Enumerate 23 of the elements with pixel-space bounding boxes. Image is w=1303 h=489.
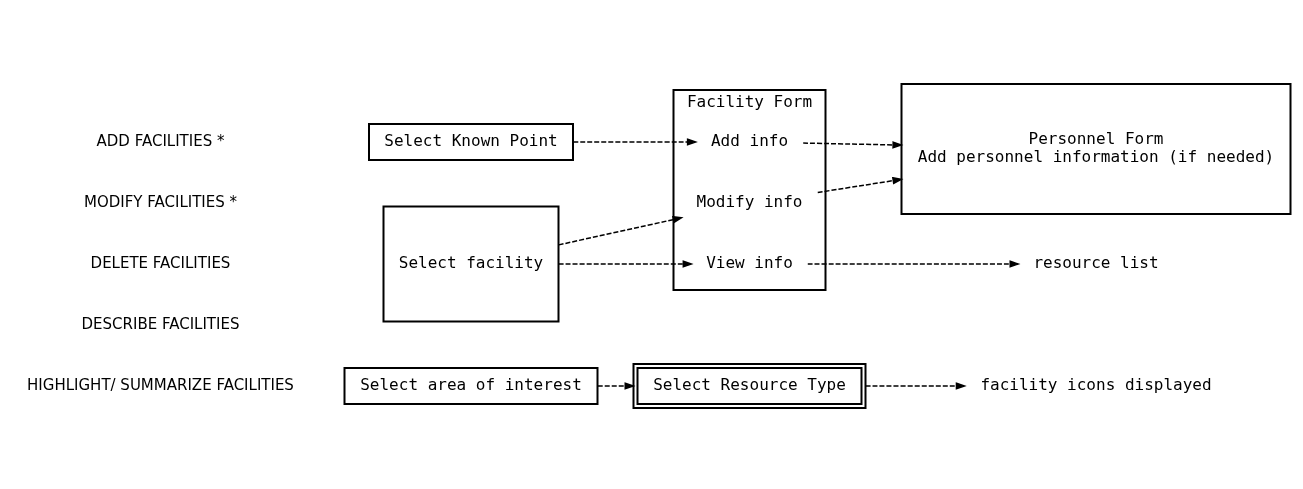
node-box: Select Resource Type: [632, 362, 867, 409]
arrow: [802, 140, 904, 149]
arrow: [558, 259, 694, 268]
label: DESCRIBE FACILITIES: [81, 314, 240, 332]
node-text: resource list: [1033, 252, 1159, 272]
label: ADD FACILITIES *: [96, 131, 225, 149]
label: DELETE FACILITIES: [90, 253, 231, 271]
node-box: Select Known Point: [368, 122, 574, 161]
arrow: [572, 137, 698, 146]
node-text: Add info: [710, 130, 789, 150]
arrow: [864, 381, 967, 390]
node-box: Select facility: [382, 205, 560, 322]
label: HIGHLIGHT/ SUMMARIZE FACILITIES: [27, 375, 294, 393]
node-text: Modify info: [696, 191, 803, 211]
node-text: facility icons displayed: [980, 374, 1212, 394]
node-text: View info: [706, 252, 793, 272]
arrow: [817, 176, 904, 193]
node-box: Personnel Form Add personnel information (if needed): [900, 82, 1292, 215]
label: MODIFY FACILITIES *: [83, 192, 238, 210]
arrow: [558, 215, 684, 246]
arrow: [807, 259, 1021, 268]
node-box: Select area of interest: [343, 366, 599, 405]
arrow: [596, 381, 636, 390]
